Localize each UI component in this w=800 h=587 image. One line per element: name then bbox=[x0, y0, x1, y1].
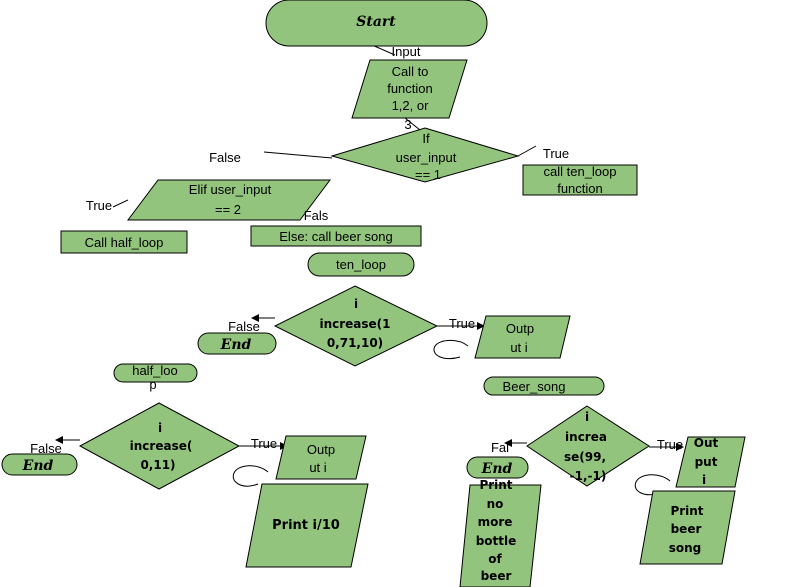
ten-loop-decision-line-1: i bbox=[354, 297, 358, 311]
ten-loop-output: Outp ut i bbox=[474, 315, 571, 359]
beer-song-decision: i increa se(99, -1,-1) bbox=[526, 405, 650, 487]
half-loop-label-line-2: p bbox=[149, 377, 156, 392]
beer-song-no-more-line-2: no bbox=[487, 497, 504, 511]
beer-song-print-line-2: beer bbox=[671, 522, 702, 536]
ten-loop-decision: i increase(1 0,71,10) bbox=[273, 285, 439, 367]
ten-loop-decision-line-2: increase(1 bbox=[319, 317, 390, 331]
connector-elif-true bbox=[112, 199, 129, 208]
beer-song-print-line-3: song bbox=[669, 541, 702, 555]
half-loop-output-line-2: ut i bbox=[309, 460, 326, 475]
elif-line-1: Elif user_input bbox=[189, 182, 272, 197]
half-loop-decision-line-2: increase( bbox=[130, 439, 193, 453]
beer-song-print-line-1: Print bbox=[670, 504, 703, 518]
input-line-3: 1,2, or bbox=[392, 98, 430, 113]
if-false-label: False bbox=[209, 150, 241, 165]
beer-song-end-label: End bbox=[481, 461, 513, 477]
beer-song-output-line-1: Out bbox=[694, 436, 719, 450]
beer-song-no-more-line-4: bottle bbox=[476, 534, 517, 548]
beer-song-decision-line-4: -1,-1) bbox=[570, 469, 607, 483]
half-loop-decision-line-1: i bbox=[158, 421, 162, 435]
ten-loop-output-line-1: Outp bbox=[506, 321, 534, 336]
beer-song-terminal: Beer_song bbox=[483, 376, 605, 396]
input-line-4: 3 bbox=[404, 117, 411, 132]
beer-song-no-more: Print no more bottle of beer bbox=[459, 478, 542, 587]
if-line-1: If bbox=[422, 131, 430, 146]
call-half-loop-box: Call half_loop bbox=[60, 230, 188, 254]
beer-song-output: Out put i bbox=[675, 436, 746, 488]
beer-song-no-more-line-3: more bbox=[478, 515, 513, 529]
half-loop-end-label: End bbox=[22, 458, 54, 474]
loop-back-beer bbox=[634, 474, 671, 496]
ten-loop-end-terminal: End bbox=[197, 332, 277, 355]
ten-loop-output-line-2: ut i bbox=[510, 340, 527, 355]
ten-loop-end-label: End bbox=[220, 337, 252, 353]
elif-false-label: Fals bbox=[304, 208, 329, 223]
start-label: Start bbox=[356, 14, 396, 30]
call-half-loop-label: Call half_loop bbox=[85, 235, 164, 250]
call-ten-loop-line-1: call ten_loop bbox=[544, 164, 617, 179]
input-line-2: function bbox=[387, 81, 433, 96]
half-loop-output: Outp ut i bbox=[275, 435, 367, 480]
ten-loop-decision-line-3: 0,71,10) bbox=[327, 336, 383, 350]
beer-song-no-more-line-5: of bbox=[488, 552, 502, 566]
half-loop-print-label: Print i/10 bbox=[272, 518, 340, 533]
beer-song-decision-line-3: se(99, bbox=[564, 450, 606, 464]
connector-if-true bbox=[517, 145, 537, 157]
beer-song-false-label: Fal bbox=[491, 440, 509, 455]
half-loop-true-label: True bbox=[251, 436, 277, 451]
input-line-1: Call to bbox=[392, 64, 429, 79]
connector-if-false bbox=[263, 151, 333, 159]
beer-song-output-line-3: i bbox=[702, 473, 706, 487]
if-decision: If user_input == 1 bbox=[330, 127, 520, 183]
half-loop-decision-line-3: 0,11) bbox=[140, 458, 175, 472]
call-ten-loop-box: call ten_loop function bbox=[522, 164, 638, 196]
beer-song-no-more-line-1: Print bbox=[479, 478, 512, 492]
beer-song-true-label: True bbox=[657, 437, 683, 452]
beer-song-output-line-2: put bbox=[695, 455, 718, 469]
loop-back-ten bbox=[433, 339, 469, 360]
half-loop-output-line-1: Outp bbox=[307, 442, 335, 457]
connector-start-to-input bbox=[371, 44, 396, 56]
beer-song-end-terminal: End bbox=[466, 456, 529, 479]
call-ten-loop-line-2: function bbox=[557, 181, 603, 196]
if-true-label: True bbox=[543, 146, 569, 161]
input-tag: Input bbox=[392, 44, 421, 59]
half-loop-terminal: half_loo p bbox=[113, 363, 198, 392]
connector-input-to-if bbox=[404, 117, 421, 131]
elif-line-2: == 2 bbox=[215, 202, 241, 217]
else-beer-song-box: Else: call beer song bbox=[250, 225, 422, 247]
if-line-3: == 1 bbox=[415, 167, 441, 182]
beer-song-label: Beer_song bbox=[503, 379, 566, 394]
half-loop-print: Print i/10 bbox=[245, 483, 369, 568]
half-loop-end-terminal: End bbox=[1, 453, 78, 476]
start-terminal: Start bbox=[265, 0, 488, 47]
ten-loop-true-label: True bbox=[449, 316, 475, 331]
elif-node: Elif user_input == 2 bbox=[127, 179, 331, 221]
beer-song-decision-line-2: increa bbox=[565, 430, 607, 444]
half-loop-decision: i increase( 0,11) bbox=[78, 402, 241, 490]
ten-loop-terminal: ten_loop bbox=[307, 252, 415, 277]
ten-loop-false-label: False bbox=[228, 319, 260, 334]
half-loop-label-line-1: half_loo bbox=[132, 363, 178, 378]
beer-song-print: Print beer song bbox=[639, 490, 736, 565]
beer-song-decision-line-1: i bbox=[585, 410, 589, 424]
else-beer-song-label: Else: call beer song bbox=[279, 229, 392, 244]
elif-true-label: True bbox=[86, 198, 112, 213]
beer-song-no-more-line-6: beer bbox=[481, 569, 512, 583]
half-loop-false-label: False bbox=[30, 441, 62, 456]
loop-back-half bbox=[232, 465, 269, 487]
if-line-2: user_input bbox=[396, 150, 457, 165]
input-node: Input Call to function 1,2, or 3 bbox=[351, 44, 468, 132]
ten-loop-label: ten_loop bbox=[336, 257, 386, 272]
